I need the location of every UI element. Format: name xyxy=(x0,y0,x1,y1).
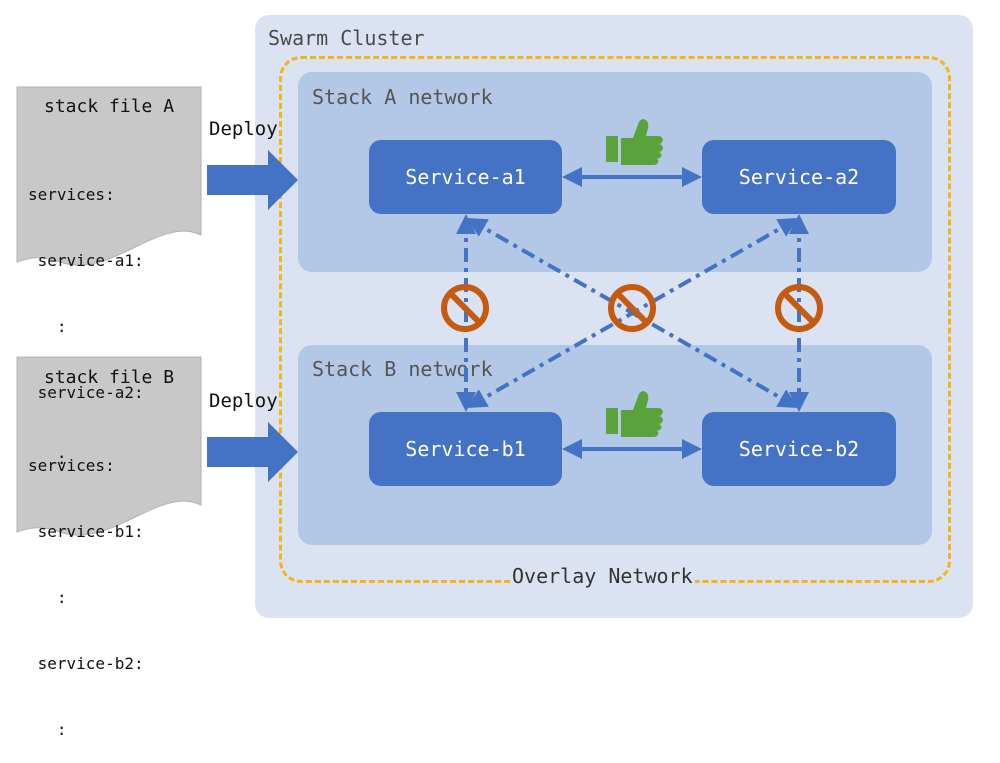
prohibited-icon xyxy=(608,284,656,332)
code-line: : xyxy=(28,317,67,336)
code-line: service-a1: xyxy=(28,251,144,270)
service-a1-node[interactable]: Service-a1 xyxy=(369,140,562,214)
deploy-label-b: Deploy xyxy=(209,390,278,412)
cluster-title: Swarm Cluster xyxy=(268,26,425,50)
code-line: : xyxy=(28,588,67,607)
stack-file-a-document xyxy=(16,86,202,266)
code-line: services: xyxy=(28,456,115,475)
connectors-layer xyxy=(16,86,823,536)
deploy-arrow-b xyxy=(207,422,298,482)
connection-a2-b1 xyxy=(466,218,799,408)
prohibited-icon xyxy=(775,284,823,332)
stack-a-network-title: Stack A network xyxy=(312,85,493,109)
stack-file-b-code: services: service-b1: : service-b2: : xyxy=(28,411,144,763)
stack-file-b-title: stack file B xyxy=(44,367,175,388)
stack-file-a-title: stack file A xyxy=(44,96,175,117)
code-line: : xyxy=(28,720,67,739)
code-line: service-b1: xyxy=(28,522,144,541)
thumbs-up-icon xyxy=(606,119,663,165)
service-b2-node[interactable]: Service-b2 xyxy=(702,412,896,486)
stack-file-b-document xyxy=(16,356,202,536)
stack-file-a-code: services: service-a1: : service-a2: : xyxy=(28,140,144,492)
thumbs-up-icon xyxy=(606,391,663,437)
overlay-network-label: Overlay Network xyxy=(510,564,695,588)
code-line: service-b2: xyxy=(28,654,144,673)
code-line: service-a2: xyxy=(28,383,144,402)
code-line: : xyxy=(28,449,67,468)
service-a2-node[interactable]: Service-a2 xyxy=(702,140,896,214)
deploy-arrow-a xyxy=(207,150,298,210)
code-line: services: xyxy=(28,185,115,204)
prohibited-icon xyxy=(441,284,489,332)
deploy-label-a: Deploy xyxy=(209,118,278,140)
service-b1-node[interactable]: Service-b1 xyxy=(369,412,562,486)
